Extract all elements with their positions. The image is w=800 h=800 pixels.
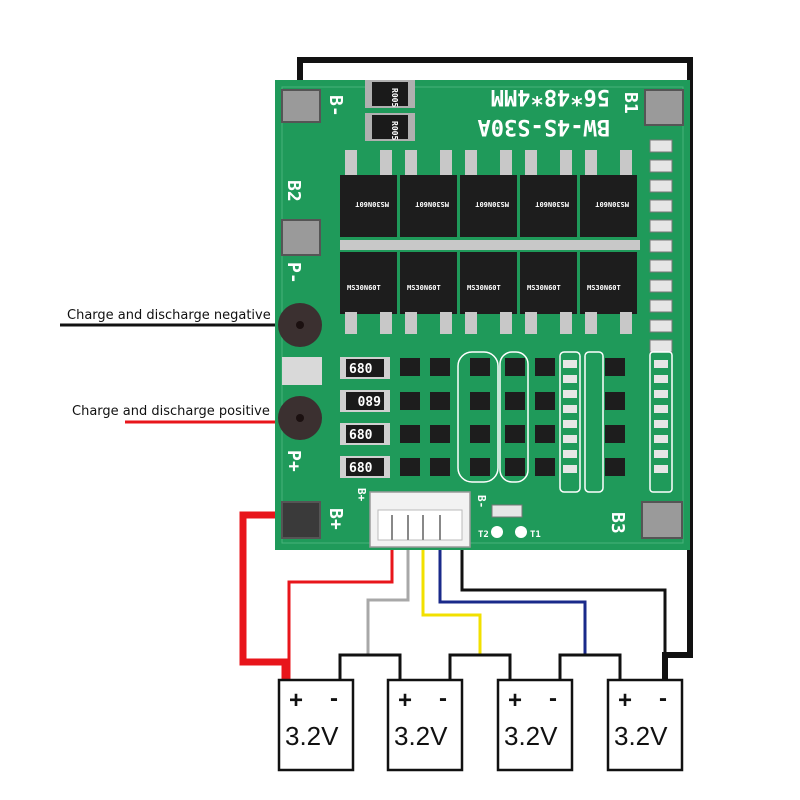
svg-text:R005: R005 [390,121,399,140]
balance-resistors: 680 680 680 680 [340,357,390,478]
pad-b-plus [281,501,321,539]
thermistor-pads: T2 T1 [478,504,541,540]
svg-text:680: 680 [349,362,373,377]
silk-header-bplus: B+ [355,488,368,502]
silk-t2: T2 [478,530,489,540]
svg-text:+: + [508,687,522,714]
silk-p-plus: P+ [283,450,304,472]
battery-cells: + - 3.2V + - 3.2V + - 3.2V + - 3.2V [277,678,684,772]
svg-text:MS30N60T: MS30N60T [527,284,561,292]
svg-text:MS30N60T: MS30N60T [475,200,509,208]
svg-text:3.2V: 3.2V [394,721,448,751]
pad-b3 [641,501,683,539]
svg-text:+: + [398,687,412,714]
mosfet-row-bottom: MS30N60T MS30N60T MS30N60T MS30N60T MS30… [340,252,637,334]
svg-text:MS30N60T: MS30N60T [595,200,629,208]
cell-link-3-4 [558,653,622,680]
shunt-resistors: R005 R005 [365,80,415,141]
pcb-board: B- B1 B2 P- P+ B+ B3 56*48*4MM BW-4S-S30… [275,80,690,550]
svg-text:-: - [549,685,557,712]
silk-b3: B3 [607,512,628,534]
svg-text:680: 680 [357,392,381,407]
annotations: Charge and discharge negative Charge and… [60,308,275,424]
wire-b-plus [239,511,289,680]
silk-b2: B2 [283,180,304,202]
svg-text:680: 680 [349,428,373,443]
right-component-column [649,139,673,353]
balance-circuitry [400,351,673,493]
balance-connector [369,491,471,548]
mosfet-row-top: MS30N60T MS30N60T MS30N60T MS30N60T MS30… [340,150,640,250]
cell-2: + - 3.2V [386,678,464,772]
silk-b-minus: B- [325,95,346,117]
wire-yellow [421,545,482,655]
pad-b1 [644,89,684,126]
pad-b2 [281,219,321,256]
annotation-positive-label: Charge and discharge positive [72,404,270,419]
svg-text:MS30N60T: MS30N60T [347,284,381,292]
cell-4: + - 3.2V [606,678,684,772]
wire-blue [438,545,587,655]
svg-text:MS30N60T: MS30N60T [587,284,621,292]
cell-3: + - 3.2V [496,678,574,772]
svg-text:MS30N60T: MS30N60T [467,284,501,292]
svg-text:3.2V: 3.2V [614,721,668,751]
svg-text:MS30N60T: MS30N60T [415,200,449,208]
silk-size: 56*48*4MM [491,84,610,109]
silk-t1: T1 [530,530,541,540]
svg-text:MS30N60T: MS30N60T [407,284,441,292]
silk-header-bminus: B- [475,495,488,508]
svg-text:-: - [659,685,667,712]
cell-link-2-3 [448,653,512,680]
svg-text:680: 680 [349,461,373,476]
wire-red-thin [287,545,394,680]
svg-text:3.2V: 3.2V [504,721,558,751]
svg-text:3.2V: 3.2V [285,721,339,751]
pad-b-minus [281,89,321,123]
silk-b-plus: B+ [325,508,346,530]
silk-model: BW-4S-S30A [478,114,610,139]
wire-black-sense [460,545,667,655]
wire-gray [366,545,410,655]
svg-text:MS30N60T: MS30N60T [535,200,569,208]
svg-text:+: + [618,687,632,714]
silk-p-minus: P- [283,262,304,284]
svg-text:-: - [439,685,447,712]
cell-1: + - 3.2V [277,678,355,772]
silk-b1: B1 [620,92,641,114]
svg-text:+: + [289,687,303,714]
svg-text:MS30N60T: MS30N60T [355,200,389,208]
svg-text:-: - [330,685,338,712]
annotation-negative-label: Charge and discharge negative [67,308,271,323]
cell-link-1-2 [338,653,402,680]
svg-text:R005: R005 [390,88,399,107]
